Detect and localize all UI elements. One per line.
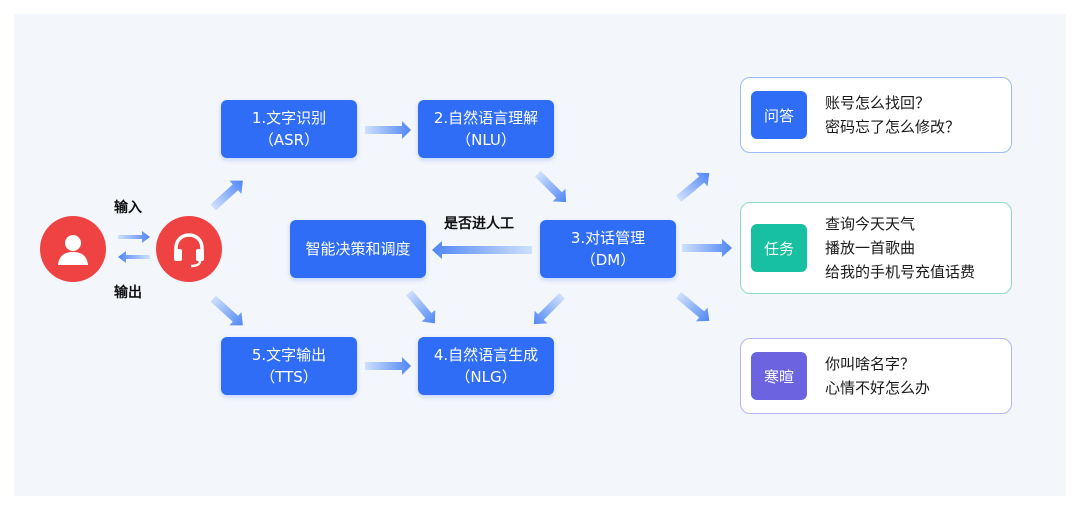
arrow-dm-to-decision [432, 241, 532, 259]
card-task-line: 给我的手机号充值话费 [825, 263, 976, 281]
card-chitchat: 寒暄 你叫啥名字？ 心情不好怎么办 [740, 338, 1012, 414]
node-nlu: 2.自然语言理解 （NLU） [418, 100, 554, 158]
node-nlg-title: 4.自然语言生成 [433, 346, 539, 364]
node-tts-subtitle: （TTS） [260, 368, 318, 386]
node-nlu-subtitle: （NLU） [456, 131, 516, 149]
node-dm: 3.对话管理 （DM） [540, 220, 676, 278]
card-qa-line: 账号怎么找回？ [825, 94, 931, 112]
card-chitchat-lines: 你叫啥名字？ 心情不好怎么办 [825, 352, 930, 400]
card-qa-line: 密码忘了怎么修改？ [825, 118, 961, 136]
node-decision-title: 智能决策和调度 [305, 240, 411, 258]
output-label: 输出 [114, 285, 142, 301]
node-asr-subtitle: （ASR） [258, 131, 320, 149]
arrow-dm-to-chat [676, 292, 710, 322]
card-task: 任务 查询今天天气 播放一首歌曲 给我的手机号充值话费 [740, 202, 1012, 294]
node-dm-subtitle: （DM） [580, 251, 636, 269]
card-chitchat-line: 你叫啥名字？ [825, 355, 916, 373]
card-task-line: 查询今天天气 [825, 215, 916, 233]
card-task-line: 播放一首歌曲 [825, 239, 916, 257]
card-qa: 问答 账号怎么找回？ 密码忘了怎么修改？ [740, 77, 1012, 153]
node-nlg: 4.自然语言生成 （NLG） [418, 337, 554, 395]
card-task-lines: 查询今天天气 播放一首歌曲 给我的手机号充值话费 [825, 212, 975, 284]
arrow-nlu-to-dm [535, 171, 567, 203]
card-qa-lines: 账号怎么找回？ 密码忘了怎么修改？ [825, 91, 960, 139]
node-nlg-subtitle: （NLG） [455, 368, 517, 386]
arrow-dm-to-task [682, 239, 732, 257]
arrow-input [118, 231, 150, 243]
node-nlu-title: 2.自然语言理解 [433, 109, 539, 127]
input-label: 输入 [114, 200, 142, 216]
card-qa-badge: 问答 [751, 91, 807, 139]
arrow-output [118, 251, 150, 263]
node-asr-title: 1.文字识别 [251, 109, 327, 127]
card-chitchat-line: 心情不好怎么办 [825, 379, 931, 397]
arrow-dm-to-nlg [533, 293, 565, 325]
human-check-label: 是否进人工 [444, 216, 514, 232]
arrow-asr-to-nlu [365, 121, 411, 139]
user-avatar [40, 216, 106, 282]
node-decision: 智能决策和调度 [290, 220, 426, 278]
arrow-agent-to-asr [210, 180, 243, 211]
agent-avatar [156, 216, 222, 282]
arrow-decision-to-nlg [406, 290, 436, 324]
node-tts: 5.文字输出 （TTS） [221, 337, 357, 395]
headset-icon [174, 233, 204, 268]
card-chitchat-badge: 寒暄 [751, 352, 807, 400]
arrow-dm-to-qa [676, 172, 710, 202]
node-tts-title: 5.文字输出 [251, 346, 327, 364]
card-task-badge: 任务 [751, 224, 807, 272]
arrow-tts-to-nlg [365, 357, 411, 375]
node-asr: 1.文字识别 （ASR） [221, 100, 357, 158]
user-icon [58, 235, 88, 265]
node-dm-title: 3.对话管理 [570, 229, 646, 247]
arrow-agent-to-tts [210, 295, 243, 326]
